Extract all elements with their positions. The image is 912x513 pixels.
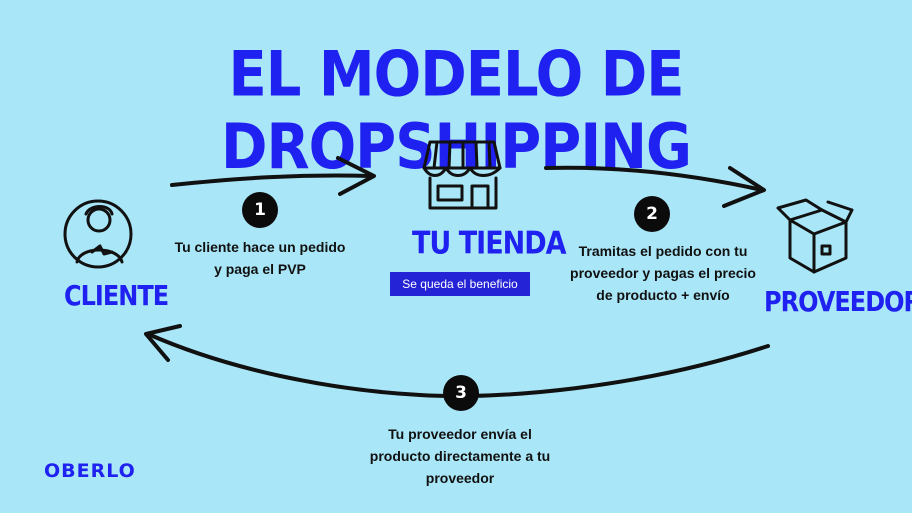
arrow-store-to-supplier xyxy=(544,165,766,208)
node-store-label: TU TIENDA xyxy=(412,225,567,262)
diagram-title: EL MODELO DE DROPSHIPPING xyxy=(220,38,692,184)
step-1-text: Tu cliente hace un pedido y paga el PVP xyxy=(150,236,370,280)
node-supplier-label: PROVEEDOR xyxy=(764,285,912,319)
step-3-text: Tu proveedor envía el producto directame… xyxy=(345,423,575,489)
step-2-line-3: de producto + envío xyxy=(596,287,730,303)
step-1-line-1: Tu cliente hace un pedido xyxy=(174,239,346,255)
step-3-line-2: producto directamente a tu xyxy=(369,448,551,464)
arrow-supplier-to-client xyxy=(144,324,770,399)
box-icon xyxy=(776,198,854,274)
arrow-client-to-store xyxy=(170,156,376,196)
step-2-line-2: proveedor y pagas el precio xyxy=(570,265,756,281)
oberlo-logo: OBERLO xyxy=(44,460,136,482)
node-client-label: CLIENTE xyxy=(64,279,169,313)
step-1-line-2: y paga el PVP xyxy=(214,261,306,277)
step-3-line-1: Tu proveedor envía el xyxy=(388,426,532,442)
shop-icon xyxy=(422,140,502,210)
step-3-badge: 3 xyxy=(443,375,479,411)
step-2-badge: 2 xyxy=(634,196,670,232)
step-2-text: Tramitas el pedido con tu proveedor y pa… xyxy=(548,240,778,306)
step-1-badge: 1 xyxy=(242,192,278,228)
step-3-line-3: proveedor xyxy=(425,470,495,486)
store-benefit-badge: Se queda el beneficio xyxy=(390,272,530,296)
customer-icon xyxy=(63,199,133,269)
step-2-line-1: Tramitas el pedido con tu xyxy=(578,243,748,259)
